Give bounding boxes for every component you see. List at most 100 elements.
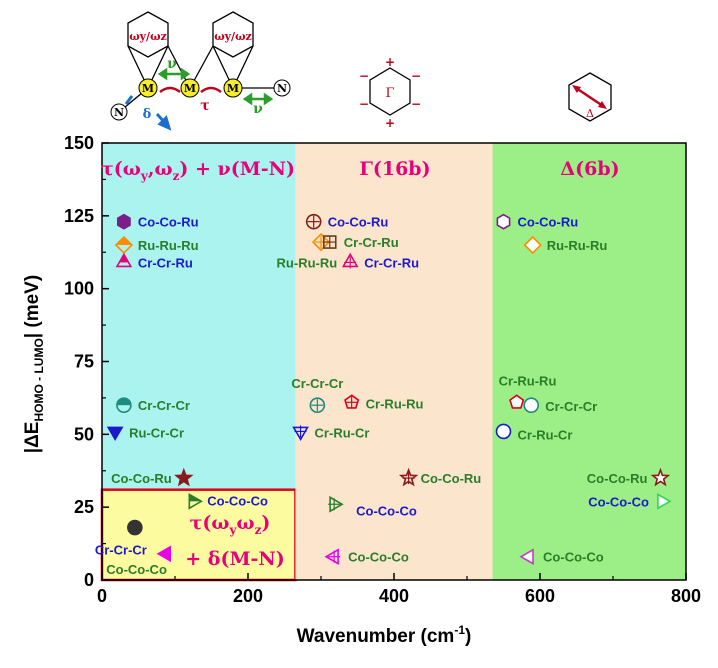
gamma-minus-3: − bbox=[359, 69, 369, 83]
marker-circle bbox=[305, 213, 322, 230]
y-tick-label: 0 bbox=[84, 570, 94, 590]
delta-arrow bbox=[575, 86, 604, 108]
marker-diamond bbox=[523, 235, 542, 255]
marker-triangle-up bbox=[115, 252, 133, 268]
delta-arrowhead-2 bbox=[598, 101, 607, 109]
point-label: Cr-Cr-Cr bbox=[138, 398, 190, 413]
data-point: Cr-Cr-Ru bbox=[322, 235, 399, 250]
marker-half-fill bbox=[116, 398, 131, 406]
y-tick-label: 150 bbox=[64, 133, 94, 153]
delta-diagram: Δ bbox=[568, 72, 612, 122]
region-gamma bbox=[295, 143, 493, 580]
data-point: Co-Co-Ru bbox=[587, 467, 671, 487]
point-label: Cr-Ru-Cr bbox=[315, 425, 370, 440]
hexagon-label-left: ωy/ωz bbox=[129, 30, 167, 43]
data-points: Co-Co-RuRu-Ru-RuCr-Cr-RuCr-Cr-CrRu-Cr-Cr… bbox=[95, 213, 672, 577]
point-label: Co-Co-Co bbox=[588, 494, 649, 509]
gamma-plus-bottom: + bbox=[385, 116, 395, 130]
marker-circle bbox=[523, 397, 540, 414]
data-point: Cr-Cr-Cr bbox=[95, 519, 147, 558]
point-label: Ru-Ru-Ru bbox=[547, 238, 608, 253]
gamma-diagram: Γ + + − − − − bbox=[359, 55, 421, 130]
data-point: Cr-Ru-Cr bbox=[292, 425, 370, 441]
point-label: Cr-Cr-Cr bbox=[95, 543, 147, 558]
point-label: Co-Co-Ru bbox=[111, 471, 172, 486]
point-label: Co-Co-Ru bbox=[587, 471, 648, 486]
marker-circle bbox=[116, 397, 132, 414]
point-label: Co-Co-Co bbox=[543, 550, 604, 565]
region-label-tau-delta-2: + δ(M-N) bbox=[185, 548, 284, 570]
marker-triangle-right bbox=[657, 493, 672, 510]
y-tick-label: 25 bbox=[74, 497, 94, 517]
data-point: Co-Co-Ru bbox=[117, 213, 199, 230]
point-label: Co-Co-Co bbox=[356, 503, 417, 518]
region-label-delta: Δ(6b) bbox=[560, 158, 619, 180]
marker-star bbox=[174, 467, 194, 487]
point-label: Ru-Ru-Ru bbox=[277, 255, 338, 270]
y-tick-label: 125 bbox=[64, 206, 94, 226]
nu-arrow-right bbox=[242, 92, 274, 106]
data-point: Cr-Cr-Ru bbox=[115, 252, 193, 270]
data-point: Cr-Ru-Ru bbox=[499, 373, 557, 409]
nu-label-top: ν bbox=[167, 56, 177, 72]
data-point: Co-Co-Co bbox=[188, 493, 268, 510]
nu-arrow-top bbox=[157, 67, 191, 81]
nitrogen-atom-2 bbox=[273, 79, 291, 97]
metal-label-2: M bbox=[184, 82, 196, 95]
tau-arrow-2 bbox=[200, 86, 222, 94]
x-tick-label: 200 bbox=[233, 586, 263, 606]
data-point: Cr-Ru-Ru bbox=[344, 394, 424, 411]
region-labels: τ(ωy,ωz) + ν(M-N)τ(ωyωz)+ δ(M-N)Γ(16b)Δ(… bbox=[101, 158, 620, 570]
data-point: Ru-Ru-Ru bbox=[277, 255, 338, 270]
point-label: Co-Co-Ru bbox=[518, 215, 579, 230]
nitrogen-label-2: N bbox=[277, 82, 287, 95]
marker-pentagon bbox=[509, 394, 525, 409]
data-point: Ru-Ru-Ru bbox=[523, 235, 608, 255]
point-label: Cr-Cr-Cr bbox=[291, 376, 343, 391]
data-point: Co-Co-Ru bbox=[305, 213, 389, 230]
delta-arrowhead-1 bbox=[572, 85, 581, 93]
marker-circle bbox=[495, 423, 512, 440]
metal-atom-2 bbox=[180, 78, 200, 98]
delta-arrows bbox=[124, 95, 172, 131]
metal-label-1: M bbox=[142, 82, 154, 95]
data-point: Cr-Cr-Cr bbox=[291, 376, 343, 414]
metal-atom-3 bbox=[223, 78, 243, 98]
data-point: Co-Co-Ru bbox=[111, 467, 194, 487]
marker-half-fill bbox=[117, 254, 131, 263]
molecule-diagram: ωy/ωz ωy/ωz M M M N N ν ν bbox=[110, 11, 291, 131]
point-label: Cr-Cr-Ru bbox=[344, 235, 399, 250]
x-tick-label: 600 bbox=[525, 586, 555, 606]
metal-label-3: M bbox=[227, 82, 239, 95]
marker-hexagon bbox=[496, 213, 511, 230]
point-label: Co-Co-Co bbox=[207, 493, 268, 508]
marker-star bbox=[650, 467, 671, 487]
gamma-hexagon bbox=[369, 67, 411, 116]
region-tau-nu bbox=[102, 143, 296, 490]
point-label: Co-Co-Ru bbox=[421, 471, 482, 486]
data-point: Cr-Cr-Ru bbox=[341, 252, 419, 270]
nu-label-right: ν bbox=[253, 101, 263, 117]
region-label-tau-delta-1: τ(ωyωz) bbox=[190, 512, 271, 537]
point-label: Cr-Ru-Ru bbox=[366, 396, 424, 411]
point-label: Cr-Cr-Cr bbox=[545, 399, 597, 414]
y-tick-label: 100 bbox=[64, 279, 94, 299]
data-point: Co-Co-Co bbox=[106, 545, 171, 577]
gamma-minus-4: − bbox=[359, 97, 369, 111]
marker-triangle-down bbox=[106, 426, 124, 441]
x-axis-title: Wavenumber (cm-1) bbox=[297, 623, 472, 647]
data-point: Co-Co-Ru bbox=[398, 467, 482, 487]
marker-hexagon bbox=[117, 213, 131, 230]
data-point: Ru-Cr-Cr bbox=[106, 425, 184, 441]
data-point: Co-Co-Co bbox=[588, 493, 672, 510]
background-regions bbox=[100, 143, 686, 582]
delta-mode-label: δ bbox=[143, 107, 152, 122]
data-point: Co-Co-Ru bbox=[496, 213, 579, 230]
point-label: Co-Co-Ru bbox=[328, 215, 389, 230]
point-label: Cr-Ru-Ru bbox=[499, 373, 557, 388]
data-point: Cr-Cr-Cr bbox=[523, 397, 597, 414]
data-point: Cr-Cr-Cr bbox=[116, 397, 190, 414]
gamma-symbol: Γ bbox=[385, 86, 394, 101]
point-label: Cr-Cr-Ru bbox=[364, 255, 419, 270]
